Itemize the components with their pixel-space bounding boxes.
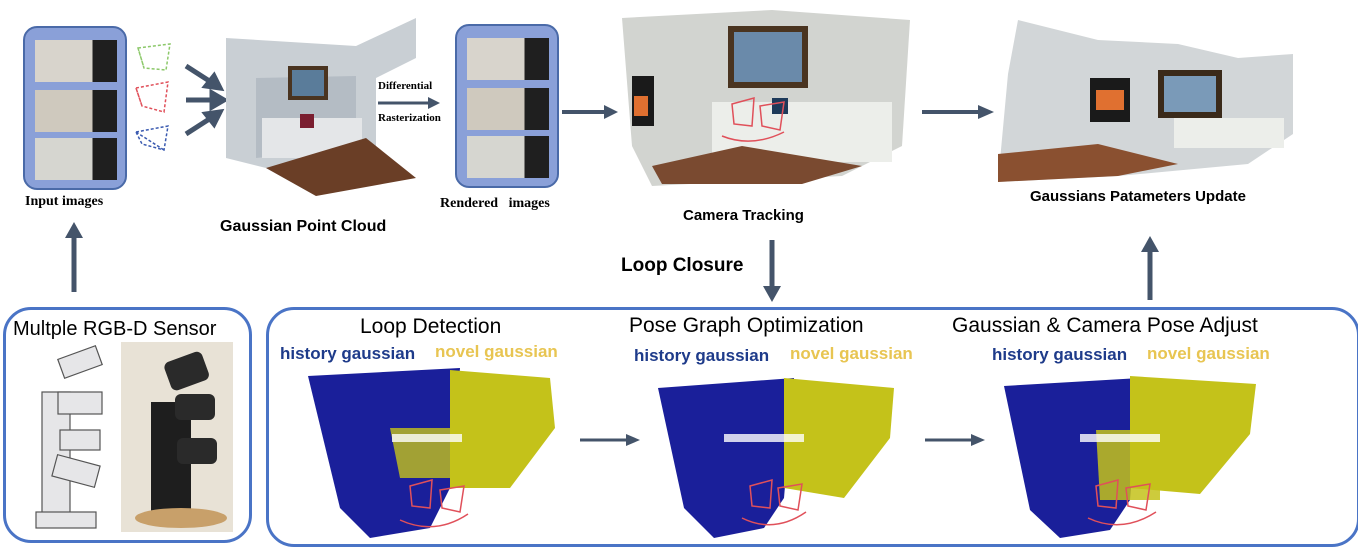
rendered-image-thumb-3 xyxy=(467,136,549,178)
sensor-photo xyxy=(121,342,233,532)
pose-graph-title: Pose Graph Optimization xyxy=(629,314,864,337)
gaussians-update-label: Gaussians Patameters Update xyxy=(1030,188,1246,205)
rasterization-label: Rasterization xyxy=(378,112,441,124)
novel-gaussian-label-2: novel gaussian xyxy=(790,344,913,363)
gaussian-camera-adjust-title: Gaussian & Camera Pose Adjust xyxy=(952,314,1258,337)
input-image-thumb-3 xyxy=(35,138,117,180)
input-image-thumb-2 xyxy=(35,90,117,132)
rendered-image-thumb-2 xyxy=(467,88,549,130)
history-gaussian-label-3: history gaussian xyxy=(992,345,1128,364)
camera-frusta-icon xyxy=(134,43,171,151)
point-cloud-loop-detection xyxy=(308,368,555,538)
arrow-up-to-update xyxy=(1141,236,1159,300)
input-image-thumb-1 xyxy=(35,40,117,82)
point-cloud-pose-graph xyxy=(658,378,894,538)
arrow-loop-closure-down xyxy=(763,240,781,302)
camera-tracking-image xyxy=(622,6,910,186)
history-gaussian-label-1: history gaussian xyxy=(280,344,416,363)
loop-detection-title: Loop Detection xyxy=(360,315,502,338)
input-images-label: Input images xyxy=(25,194,104,209)
rendered-images-label: Rendered images xyxy=(440,196,550,211)
gaussian-point-cloud-label: Gaussian Point Cloud xyxy=(220,218,387,235)
rendered-image-thumb-1 xyxy=(467,38,549,80)
arrow-stage-2-to-3 xyxy=(925,434,985,446)
camera-tracking-label: Camera Tracking xyxy=(683,207,804,224)
arrows-to-point-cloud xyxy=(184,63,229,137)
input-images-panel xyxy=(23,26,127,190)
novel-gaussian-label-3: novel gaussian xyxy=(1147,344,1270,363)
arrow-to-camera-tracking xyxy=(562,105,618,119)
point-cloud-pose-adjust xyxy=(1004,376,1256,538)
sensor-cad-drawing xyxy=(35,344,103,529)
differential-arrow xyxy=(378,97,440,109)
history-gaussian-label-2: history gaussian xyxy=(634,346,770,365)
gaussians-update-image xyxy=(998,14,1293,182)
rendered-images-panel xyxy=(455,24,559,188)
sensor-title: Multple RGB-D Sensor xyxy=(13,318,217,340)
novel-gaussian-label-1: novel gaussian xyxy=(435,342,558,361)
gaussian-point-cloud-image xyxy=(226,18,416,196)
arrow-to-gaussians-update xyxy=(922,105,994,119)
differential-label: Differential xyxy=(378,80,433,92)
sensor-box xyxy=(3,307,252,543)
arrow-sensor-to-input xyxy=(65,222,83,292)
arrow-stage-1-to-2 xyxy=(580,434,640,446)
loop-closure-label: Loop Closure xyxy=(621,255,744,276)
